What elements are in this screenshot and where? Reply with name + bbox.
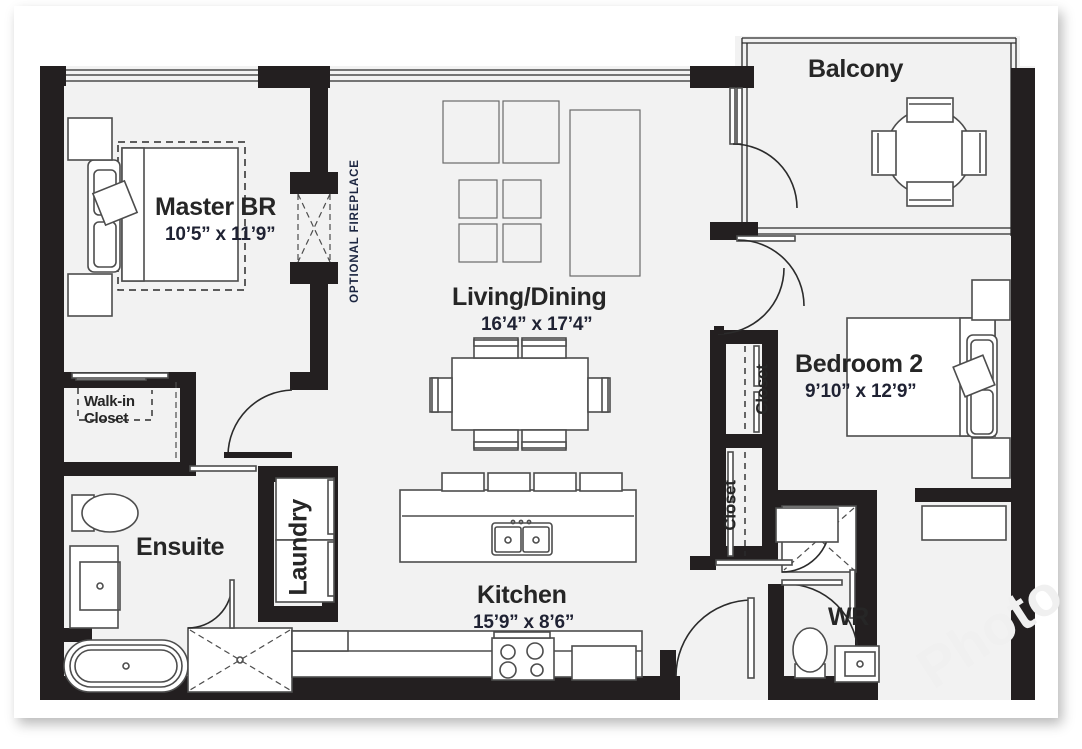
- hall-closet-doors: [715, 559, 793, 566]
- br2-top-window: [758, 227, 1011, 235]
- balcony-furniture: [871, 97, 987, 207]
- master-bedroom-furniture: [67, 117, 246, 317]
- walk-in-closet-label-line2: Closet: [84, 410, 129, 427]
- room-label-living-dining: Living/Dining: [452, 283, 607, 311]
- kitchen-sink: [491, 519, 553, 556]
- room-label-master-br: Master BR: [155, 193, 276, 221]
- wr-vanity: [834, 645, 880, 683]
- laundry-label: Laundry: [284, 498, 313, 596]
- top-window: [66, 69, 690, 82]
- room-label-balcony: Balcony: [808, 55, 904, 83]
- entry-door: [675, 597, 755, 679]
- walk-in-closet-label-line1: Walk-in: [84, 393, 135, 410]
- room-dim-kitchen: 15’9” x 8’6”: [473, 612, 575, 633]
- bedroom2-door: [714, 267, 785, 335]
- room-label-wr: WR: [828, 603, 870, 631]
- kitchen-island: [399, 472, 637, 563]
- room-dim-bedroom-2: 9’10” x 12’9”: [805, 381, 917, 402]
- closet-label-lower: Closet: [720, 480, 740, 531]
- room-label-ensuite: Ensuite: [136, 533, 225, 561]
- dining-set: [429, 337, 611, 451]
- room-dim-master-br: 10’5” x 11’9”: [165, 224, 276, 245]
- room-label-kitchen: Kitchen: [477, 581, 567, 609]
- wr-area: [775, 505, 1007, 683]
- balcony-doors: [712, 87, 805, 307]
- room-label-bedroom-2: Bedroom 2: [795, 350, 923, 378]
- ensuite-door: [189, 465, 257, 472]
- walk-in-closet-door: [71, 372, 169, 379]
- range-stove: [491, 631, 555, 681]
- kitchen-lower-counter: [291, 630, 643, 681]
- living-room-furniture: [442, 100, 641, 277]
- optional-fireplace-label: OPTIONAL FIREPLACE: [349, 159, 361, 303]
- closet-label-upper: Closet: [752, 364, 772, 415]
- wr-toilet: [792, 627, 828, 679]
- closet-doors: [727, 345, 760, 557]
- master-br-door: [224, 389, 293, 458]
- bedroom2-furniture: [846, 279, 1011, 479]
- fireplace-optional: [297, 193, 331, 263]
- balcony-door-upper: [729, 87, 798, 209]
- balcony-door-lower: [712, 222, 805, 307]
- room-dim-living-dining: 16’4” x 17’4”: [481, 314, 593, 335]
- ensuite-fixtures: [63, 493, 293, 693]
- laundry-appliances: [275, 477, 335, 603]
